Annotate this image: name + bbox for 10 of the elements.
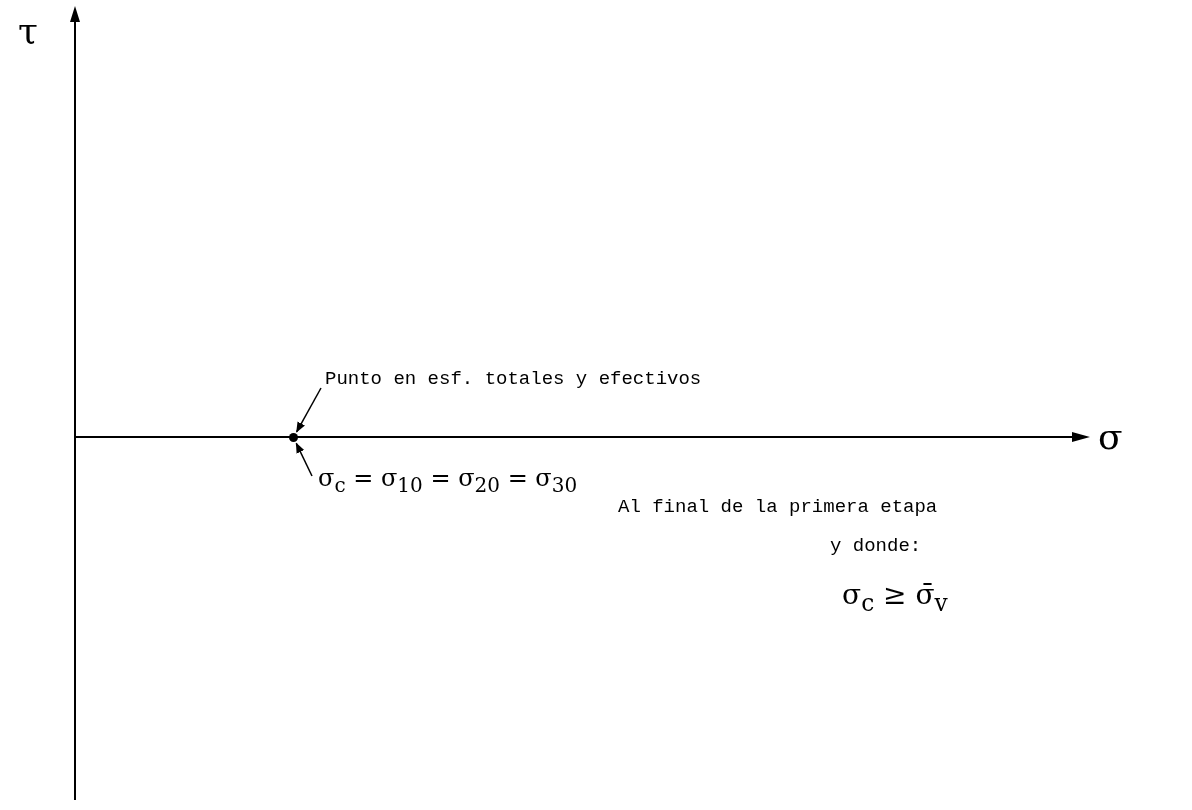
axis-label: σ (1098, 416, 1123, 457)
note-text: Al final de la primera etapa (618, 496, 938, 518)
equation-text: σ$_{c}$ = σ$_{10}$ = σ$_{20}$ = σ$_{30}$ (318, 464, 578, 497)
note-text: y donde: (830, 535, 922, 557)
leader-arrow (295, 442, 313, 477)
leader-arrow (295, 387, 322, 433)
axis-label: τ (18, 10, 38, 51)
point-marker (289, 433, 298, 442)
annotation-text: Punto en esf. totales y efectivos (325, 368, 702, 390)
inequality-text: σ$_{c}$ ≥ σ̄$_{v}$ (842, 578, 948, 617)
